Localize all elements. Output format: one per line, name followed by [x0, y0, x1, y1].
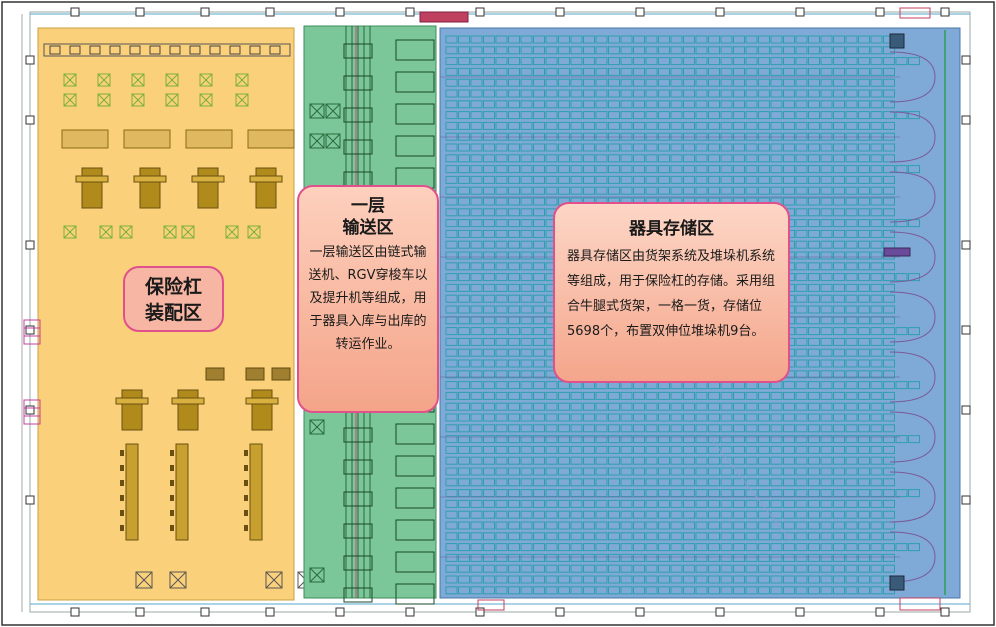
conveyor-zone-title-2: 输送区 — [342, 218, 394, 238]
assembly-zone-title-1: 保险杠 — [144, 276, 202, 298]
building-outline — [29, 11, 971, 613]
storage-zone-title: 器具存储区 — [629, 219, 714, 239]
storage-zone-description: 器具存储区由货架系统及堆垛机系统等组成，用于保险杠的存储。采用组合牛腿式货架，一… — [567, 249, 776, 339]
conveyor-zone-title-1: 一层 — [351, 196, 385, 216]
storage-zone-callout: 器具存储区 器具存储区由货架系统及堆垛机系统等组成，用于保险杠的存储。采用组合牛… — [553, 202, 790, 383]
assembly-zone-callout: 保险杠 装配区 — [123, 266, 224, 332]
conveyor-zone-description: 一层输送区由链式输送机、RGV穿梭车以及提升机等组成，用于器具入库与出库的转运作… — [308, 245, 428, 352]
assembly-equipment — [43, 43, 315, 589]
building-fixtures — [23, 7, 941, 611]
assembly-zone-title-2: 装配区 — [144, 302, 202, 324]
conveyor-zone-callout: 一层 输送区 一层输送区由链式输送机、RGV穿梭车以及提升机等组成，用于器具入库… — [297, 185, 439, 413]
column-markers — [25, 7, 971, 617]
